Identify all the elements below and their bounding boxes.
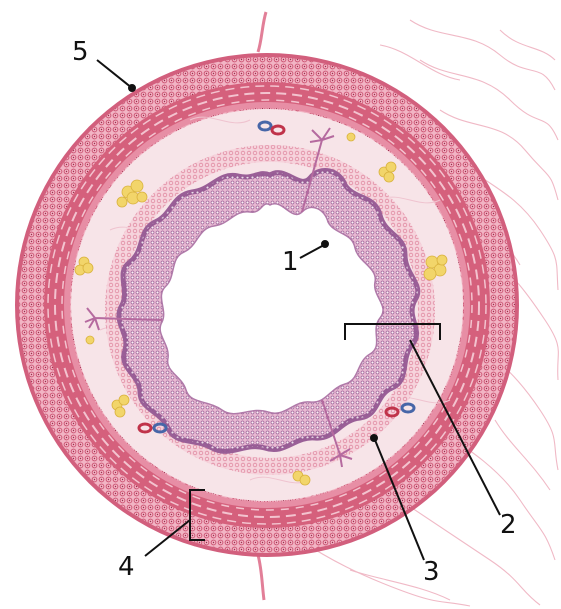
- label-4: 4: [118, 552, 135, 582]
- label-1: 1: [282, 247, 299, 277]
- top-mesentery-strand: [258, 12, 266, 52]
- leader-line-5: [97, 60, 132, 88]
- bottom-mesentery-strand: [258, 555, 264, 600]
- label-5: 5: [72, 37, 89, 67]
- label-2: 2: [500, 510, 517, 540]
- label-3: 3: [423, 557, 440, 587]
